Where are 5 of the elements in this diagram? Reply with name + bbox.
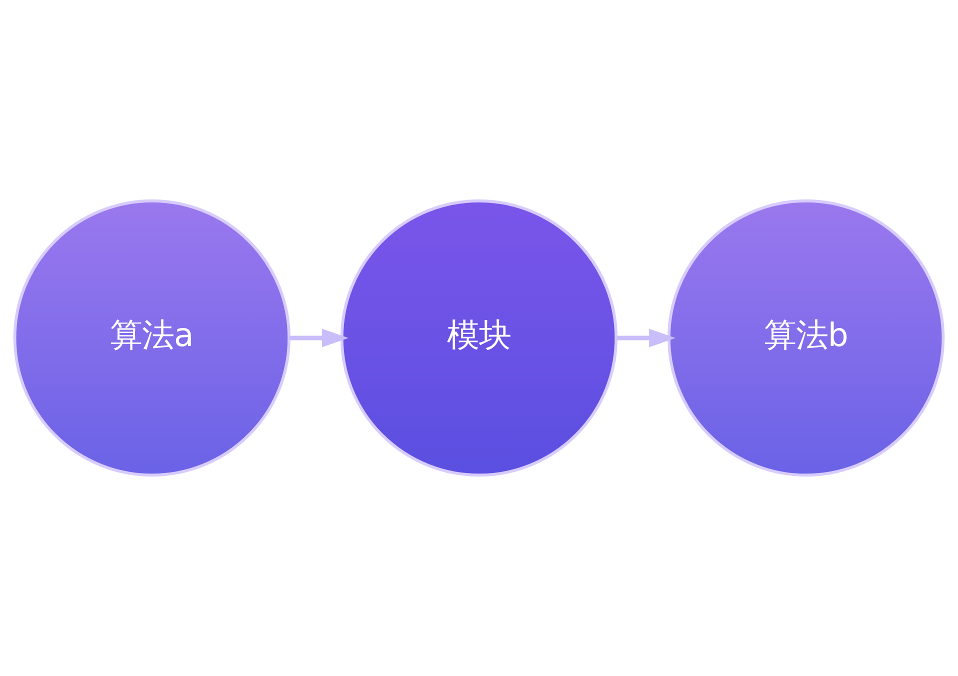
node-circle: 模块 <box>340 199 618 477</box>
arrow <box>616 328 676 348</box>
node-circle: 算法a <box>13 199 291 477</box>
node-circle: 算法b <box>667 199 945 477</box>
arrow <box>289 328 348 348</box>
